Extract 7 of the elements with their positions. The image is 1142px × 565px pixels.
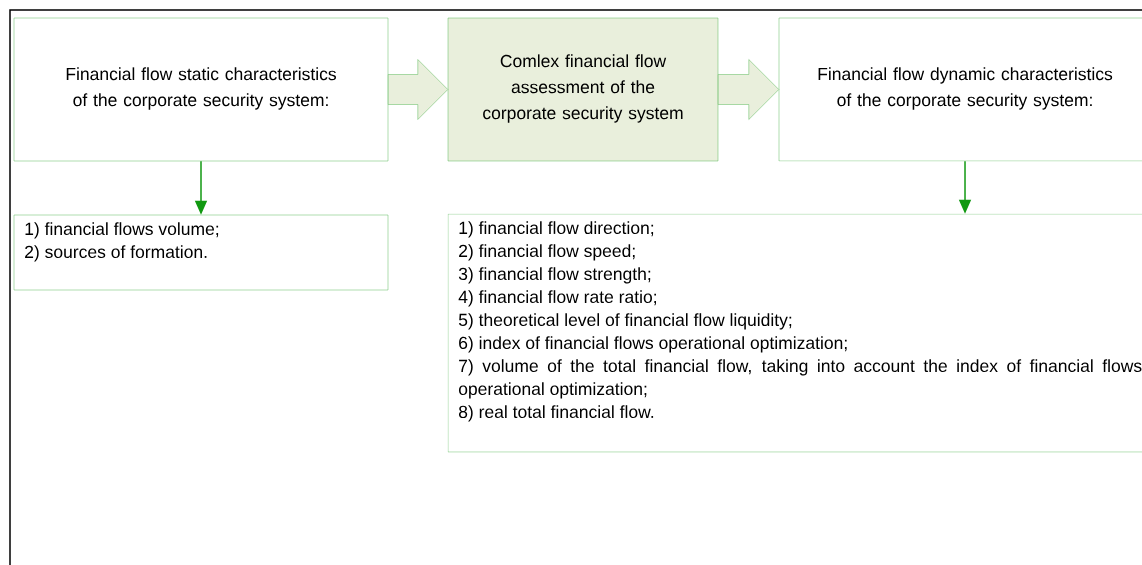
block-arrow bbox=[718, 59, 779, 120]
process-box: Financial flow dynamic characteristics of the corporate security system: bbox=[778, 17, 1142, 162]
list-box: 1) financial flows volume; 2) sources of formation. bbox=[13, 214, 389, 291]
block-arrow bbox=[388, 59, 448, 120]
assessment-box: Comlex financial flow assessment of the corporate security system bbox=[447, 17, 719, 162]
process-box: Financial flow static characteristics of the corporate security system: bbox=[13, 17, 389, 162]
list-box: 1) financial flow direction; 2) financial flow speed; 3) financial flow strength; 4) financial flow rate ratio; 5) theoretical level of financial flow liquidity; 6) index of financial flows operational optimization; 7) volume of the total financial flow, taking into account the index of financial flows operational optimization; 8) real total financial flow. bbox=[447, 213, 1142, 453]
